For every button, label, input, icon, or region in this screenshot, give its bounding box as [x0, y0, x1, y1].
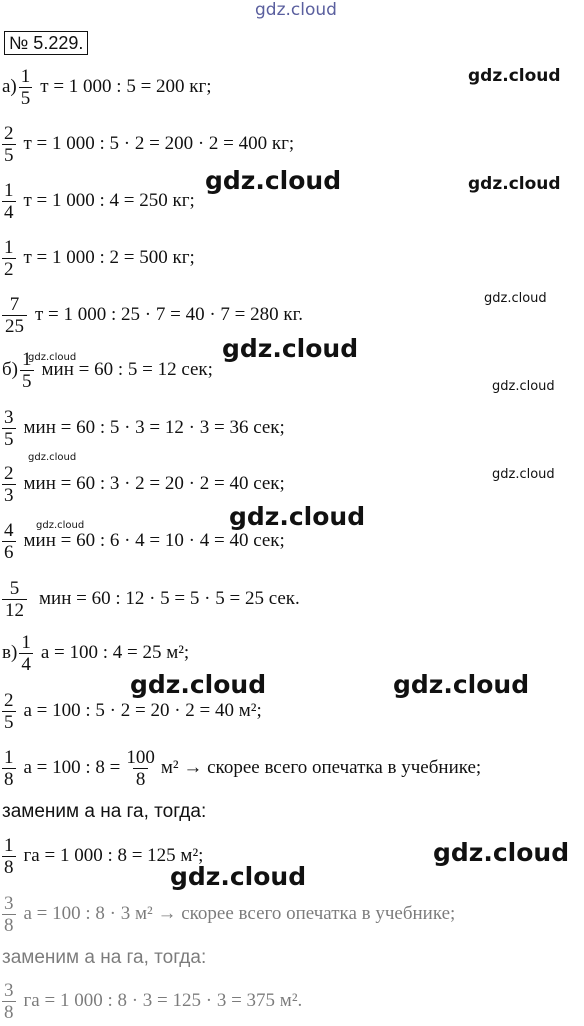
expression: мин = 60 : 6 · 4 = 10 · 4 = 40 сек; — [23, 530, 285, 551]
expression: т = 1 000 : 2 = 500 кг; — [23, 247, 195, 268]
watermark: gdz.cloud — [492, 467, 555, 482]
problem-number: № 5.229. — [4, 31, 89, 55]
expression: а = 100 : 8 · 3 м² → скорее всего опечат… — [23, 903, 456, 924]
note-line: заменим а на га, тогда: — [2, 801, 207, 822]
expression: мин = 60 : 5 · 3 = 12 · 3 = 36 сек; — [23, 417, 285, 438]
expression: а = 100 : 8 = — [23, 757, 121, 778]
watermark: gdz.cloud — [205, 166, 342, 195]
expression: га = 1 000 : 8 = 125 м²; — [23, 845, 204, 866]
part-label: б) — [2, 359, 18, 380]
watermark: gdz.cloud — [229, 502, 366, 531]
expression: т = 1 000 : 25 · 7 = 40 · 7 = 280 кг. — [35, 304, 304, 325]
watermark: gdz.cloud — [468, 66, 561, 86]
watermark: gdz.cloud — [484, 291, 547, 306]
expression: мин = 60 : 3 · 2 = 20 · 2 = 40 сек; — [23, 473, 285, 494]
watermark: gdz.cloud — [28, 452, 77, 463]
note-line: заменим а на га, тогда: — [2, 947, 207, 968]
expression-note: м² → скорее всего опечатка в учебнике; — [160, 757, 482, 778]
watermark: gdz.cloud — [433, 838, 570, 867]
watermark: gdz.cloud — [222, 334, 359, 363]
expression: а = 100 : 5 · 2 = 20 · 2 = 40 м²; — [23, 700, 262, 721]
expression: т = 1 000 : 5 = 200 кг; — [40, 76, 212, 97]
part-label: в) — [2, 642, 18, 663]
expression: га = 1 000 : 8 · 3 = 125 · 3 = 375 м². — [23, 990, 303, 1011]
watermark: gdz.cloud — [492, 379, 555, 394]
watermark: gdz.cloud — [130, 670, 267, 699]
watermark: gdz.cloud — [28, 352, 77, 363]
expression: мин = 60 : 5 = 12 сек; — [41, 359, 213, 380]
watermark-top: gdz.cloud — [255, 0, 337, 20]
expression: а = 100 : 4 = 25 м²; — [40, 642, 190, 663]
expression: мин = 60 : 12 · 5 = 5 · 5 = 25 сек. — [39, 588, 300, 609]
watermark: gdz.cloud — [468, 174, 561, 194]
expression: т = 1 000 : 4 = 250 кг; — [23, 190, 195, 211]
part-label: а) — [2, 76, 17, 97]
watermark: gdz.cloud — [170, 862, 307, 891]
expression: т = 1 000 : 5 · 2 = 200 · 2 = 400 кг; — [23, 133, 295, 154]
watermark: gdz.cloud — [36, 520, 85, 531]
watermark: gdz.cloud — [393, 670, 530, 699]
